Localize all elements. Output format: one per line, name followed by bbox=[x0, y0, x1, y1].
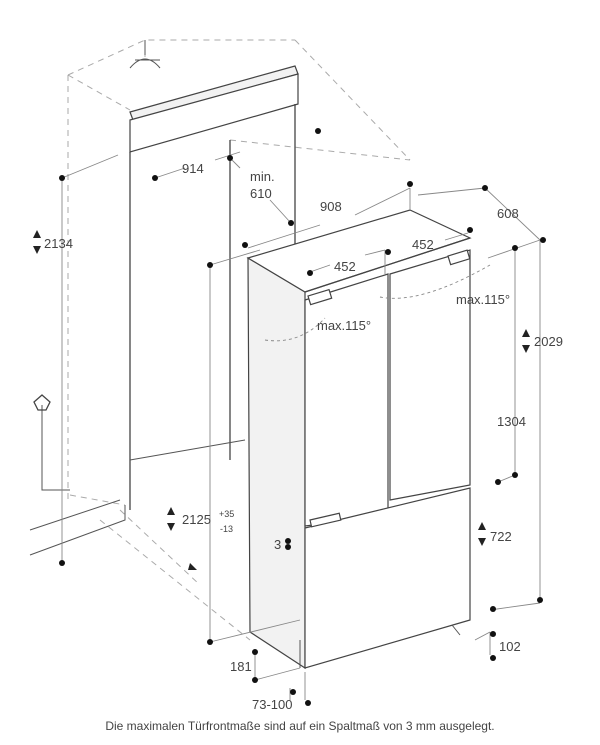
dim-tolerance-plus: +35 bbox=[219, 509, 234, 519]
door-handle-right bbox=[447, 249, 471, 266]
dim-niche-height: 2134 bbox=[44, 236, 73, 251]
dim-door-angle-left: max.115° bbox=[317, 318, 371, 333]
dimension-labels: 914 min. 610 908 608 452 452 max.115° ma… bbox=[44, 161, 563, 733]
dim-niche-width: 914 bbox=[182, 161, 204, 176]
dim-door-angle-right: max.115° bbox=[456, 292, 510, 307]
dim-plinth-depth: 181 bbox=[230, 659, 252, 674]
outlet-symbol bbox=[129, 58, 161, 69]
caption: Die maximalen Türfrontmaße sind auf ein … bbox=[105, 719, 494, 733]
refrigerator bbox=[246, 209, 491, 670]
dim-appliance-height: 2029 bbox=[534, 334, 563, 349]
water-connection-icon bbox=[33, 394, 70, 491]
dim-min-label: min. bbox=[250, 169, 275, 184]
dim-upper-door-height: 1304 bbox=[497, 414, 526, 429]
dimension-lines bbox=[33, 128, 546, 706]
dim-tolerance-minus: -13 bbox=[220, 524, 233, 534]
dim-niche-height-range: 2125 bbox=[182, 512, 211, 527]
top-trim-panel bbox=[29, 65, 299, 556]
dim-door-width-left: 452 bbox=[334, 259, 356, 274]
dim-appliance-depth: 608 bbox=[497, 206, 519, 221]
dim-appliance-width: 908 bbox=[320, 199, 342, 214]
dim-drawer-height: 722 bbox=[490, 529, 512, 544]
door-handle-left bbox=[307, 288, 333, 306]
dim-door-width-right: 452 bbox=[412, 237, 434, 252]
dim-min-value: 610 bbox=[250, 186, 272, 201]
dim-gap: 3 bbox=[274, 537, 281, 552]
dim-foot-height: 102 bbox=[499, 639, 521, 654]
dim-door-offset: 73-100 bbox=[252, 697, 292, 712]
niche-outline bbox=[67, 39, 411, 641]
drawer-handle bbox=[309, 512, 342, 528]
